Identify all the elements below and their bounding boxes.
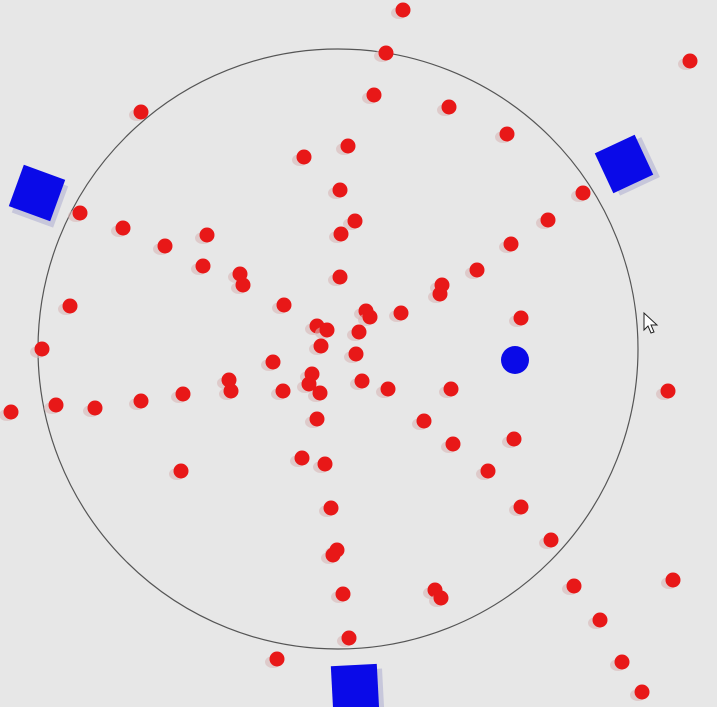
red-ball [133,104,149,120]
red-ball [348,346,364,362]
red-ball [62,298,78,314]
red-ball [469,262,485,278]
red-ball [323,500,339,516]
red-ball [332,182,348,198]
red-ball [592,612,608,628]
blocks-layer [8,134,660,707]
red-ball [513,499,529,515]
red-ball [513,310,529,326]
red-ball [3,404,19,420]
red-ball [340,138,356,154]
red-ball [378,45,394,61]
red-ball [499,126,515,142]
red-ball [682,53,698,69]
red-ball [566,578,582,594]
red-ball [199,227,215,243]
red-ball [265,354,281,370]
red-ball [443,381,459,397]
red-ball [480,463,496,479]
red-ball [87,400,103,416]
red-ball [269,651,285,667]
arrow-cursor-icon [643,311,659,334]
red-ball [351,324,367,340]
red-ball [441,99,457,115]
red-ball [325,547,341,563]
red-ball [354,373,370,389]
red-ball [48,397,64,413]
red-ball [634,684,650,700]
player-ball[interactable] [501,346,529,374]
red-ball [432,286,448,302]
red-ball [175,386,191,402]
red-ball [366,87,382,103]
red-ball [660,383,676,399]
red-ball [294,450,310,466]
red-ball [335,586,351,602]
red-ball [195,258,211,274]
red-ball [223,383,239,399]
red-ball [503,236,519,252]
red-ball [115,220,131,236]
blue-block [330,663,385,707]
red-ball [276,297,292,313]
red-ball [317,456,333,472]
red-ball [543,532,559,548]
red-ball [347,213,363,229]
red-ball [157,238,173,254]
blue-square-icon [330,663,380,707]
red-ball [312,385,328,401]
red-ball [313,338,329,354]
red-ball [333,226,349,242]
red-ball [395,2,411,18]
red-ball [309,411,325,427]
red-ball [393,305,409,321]
red-ball [362,309,378,325]
blue-square-icon [594,134,654,194]
balls-layer [0,2,698,701]
red-ball [301,376,317,392]
blue-block [594,134,660,196]
red-ball [235,277,251,293]
red-ball [665,572,681,588]
red-ball [614,654,630,670]
red-ball [296,149,312,165]
red-ball [540,212,556,228]
red-ball [445,436,461,452]
red-ball [275,383,291,399]
red-ball [506,431,522,447]
red-ball [341,630,357,646]
blue-square-icon [8,164,66,222]
red-ball [173,463,189,479]
red-ball [72,205,88,221]
red-ball [575,185,591,201]
red-ball [416,413,432,429]
blue-block [8,164,69,228]
red-ball [332,269,348,285]
red-ball [34,341,50,357]
red-ball [380,381,396,397]
red-ball [433,590,449,606]
red-ball [133,393,149,409]
red-ball [319,322,335,338]
